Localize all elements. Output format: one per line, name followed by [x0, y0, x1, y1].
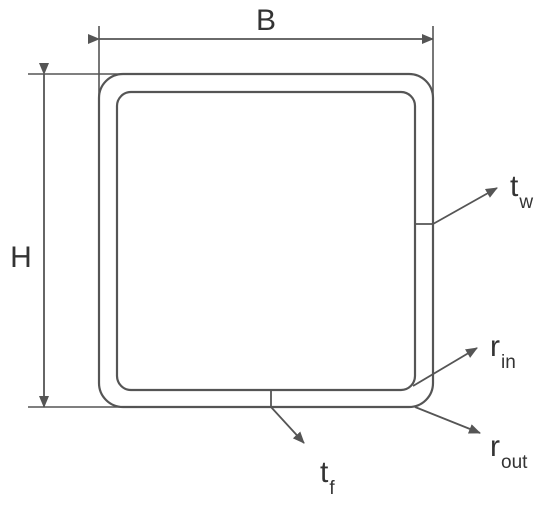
outer-radius-symbol: r	[490, 430, 500, 463]
inner-radius-arrow	[412, 347, 478, 387]
inner-wall	[115, 90, 417, 392]
inner-radius-subscript: in	[501, 352, 516, 373]
inner-radius-symbol: r	[490, 330, 500, 363]
outer-radius-label: rout	[490, 430, 528, 473]
outer-radius-arrow	[414, 406, 481, 434]
web-thickness-arrow	[432, 187, 498, 225]
height-label: H	[10, 241, 32, 274]
inner-radius-label: rin	[490, 330, 516, 373]
flange-thickness-symbol: t	[320, 456, 329, 489]
web-thickness-label: tw	[510, 170, 533, 213]
flange-thickness-label: tf	[320, 456, 335, 499]
web-thickness-subscript: w	[518, 192, 533, 213]
web-thickness-symbol: t	[510, 170, 519, 203]
flange-thickness-arrow	[270, 406, 305, 444]
flange-thickness-subscript: f	[329, 478, 335, 499]
width-label: B	[256, 4, 276, 37]
outer-radius-subscript: out	[501, 452, 528, 473]
outer-wall	[97, 72, 435, 409]
